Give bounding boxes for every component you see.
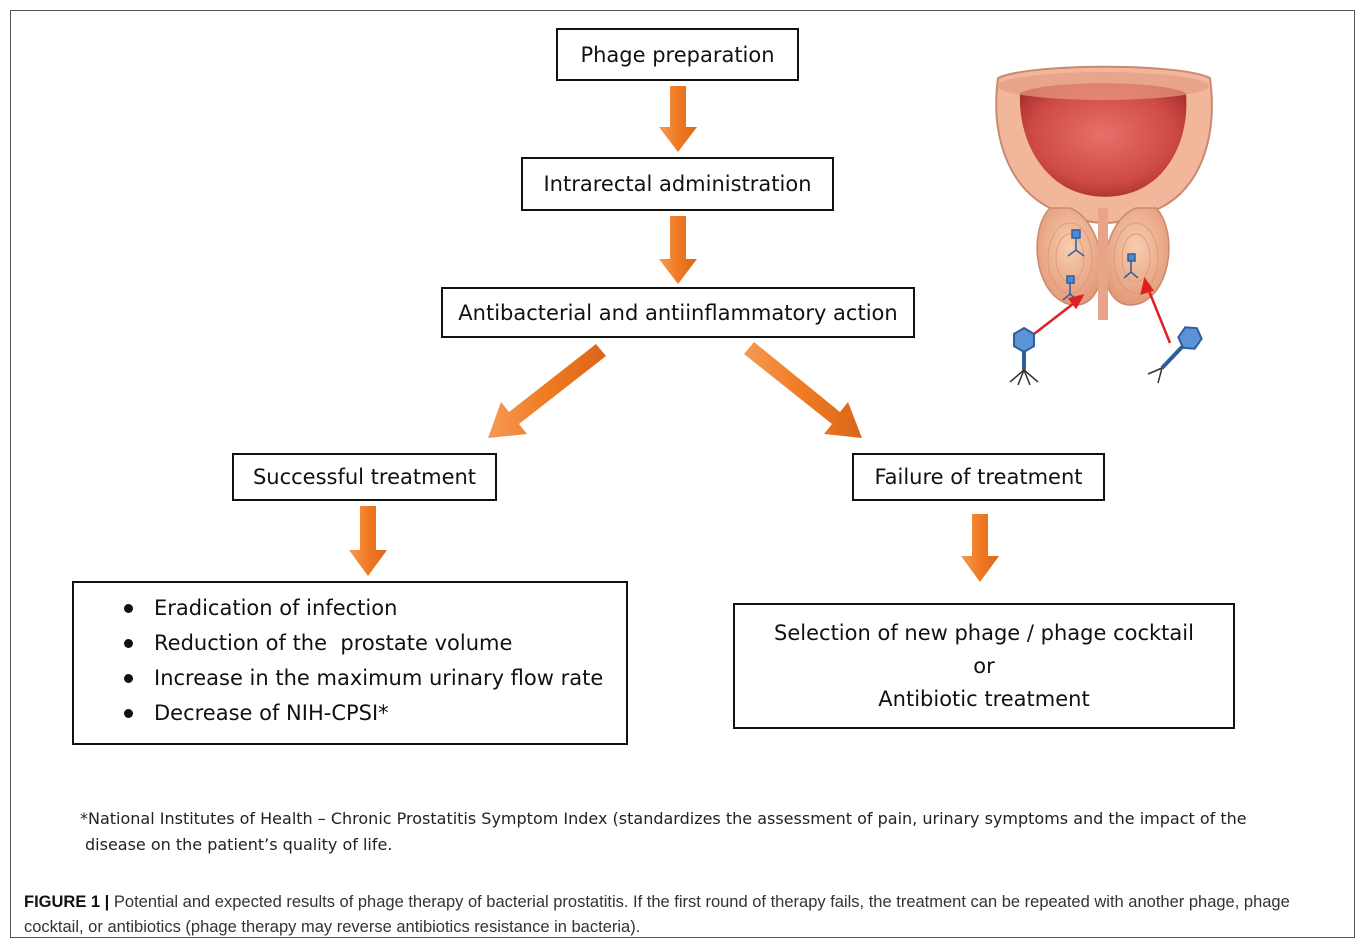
caption-text: Potential and expected results of phage … — [24, 893, 1290, 936]
footnote-line-2: disease on the patient’s quality of life… — [80, 832, 1310, 858]
outcome-item: Eradication of infection — [124, 591, 603, 626]
caption-label: FIGURE 1 | — [24, 893, 109, 911]
successful-treatment-box: Successful treatment — [232, 453, 497, 501]
footnote: *National Institutes of Health – Chronic… — [80, 806, 1310, 858]
bullet-icon — [124, 604, 133, 613]
footnote-line-1: *National Institutes of Health – Chronic… — [80, 806, 1310, 832]
successful-treatment-label: Successful treatment — [253, 465, 476, 489]
outcome-text: Increase in the maximum urinary flow rat… — [154, 666, 603, 690]
next-step-line-1: Selection of new phage / phage cocktail — [774, 617, 1194, 650]
intrarectal-administration-label: Intrarectal administration — [543, 172, 811, 196]
arrow-down-failure — [961, 514, 999, 582]
antibacterial-action-label: Antibacterial and antiinflammatory actio… — [458, 301, 897, 325]
bullet-icon — [124, 709, 133, 718]
bullet-icon — [124, 639, 133, 648]
outcome-text: Eradication of infection — [154, 596, 397, 620]
next-step-box: Selection of new phage / phage cocktail … — [733, 603, 1235, 729]
bacteriophage-icon — [1148, 322, 1205, 383]
antibacterial-action-box: Antibacterial and antiinflammatory actio… — [441, 287, 915, 338]
bullet-icon — [124, 674, 133, 683]
intrarectal-administration-box: Intrarectal administration — [521, 157, 834, 211]
outcome-text: Reduction of the prostate volume — [154, 631, 512, 655]
failure-of-treatment-box: Failure of treatment — [852, 453, 1105, 501]
failure-of-treatment-label: Failure of treatment — [874, 465, 1082, 489]
outcome-item: Reduction of the prostate volume — [124, 626, 603, 661]
outcomes-box: Eradication of infection Reduction of th… — [72, 581, 628, 745]
outcome-item: Decrease of NIH-CPSI* — [124, 696, 603, 731]
arrow-down-1 — [659, 86, 697, 152]
arrow-diagonal-left — [488, 344, 606, 438]
phage-preparation-box: Phage preparation — [556, 28, 799, 81]
prostate-illustration — [990, 58, 1220, 398]
next-step-line-2: or — [973, 650, 994, 683]
outcome-text: Decrease of NIH-CPSI* — [154, 701, 389, 725]
bacteriophage-icon — [1010, 328, 1038, 385]
figure-caption: FIGURE 1 | Potential and expected result… — [24, 890, 1334, 940]
arrow-down-success — [349, 506, 387, 576]
arrow-diagonal-right — [744, 342, 862, 438]
phage-preparation-label: Phage preparation — [580, 43, 774, 67]
outcome-item: Increase in the maximum urinary flow rat… — [124, 661, 603, 696]
outcomes-list: Eradication of infection Reduction of th… — [124, 591, 603, 731]
next-step-line-3: Antibiotic treatment — [878, 683, 1089, 716]
arrow-down-2 — [659, 216, 697, 284]
